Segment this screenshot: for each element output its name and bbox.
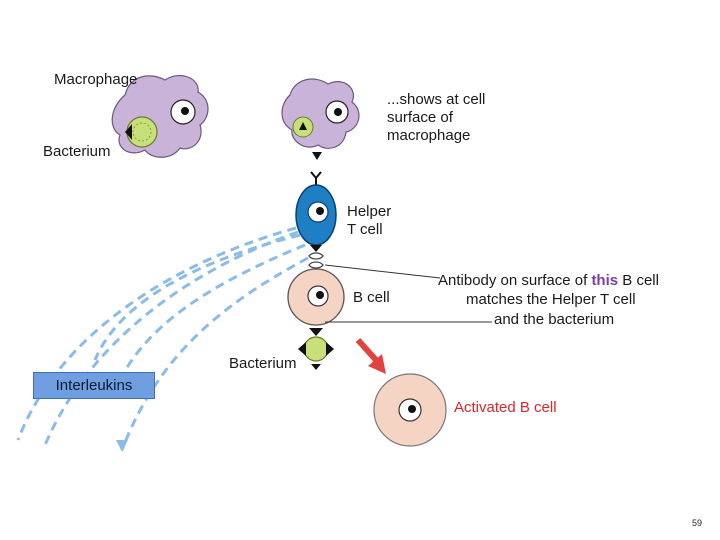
bacterium-top-label: Bacterium: [43, 143, 111, 160]
antibody-label-line2: matches the Helper T cell: [466, 291, 636, 308]
activated-b-cell-label: Activated B cell: [454, 399, 557, 416]
interleukin-line: [93, 233, 301, 361]
t-cell-receptor: [310, 171, 322, 186]
bacterium-top: [125, 116, 158, 148]
interleukins-label: Interleukins: [33, 372, 155, 399]
activation-arrow: [355, 337, 386, 374]
interleukin-line: [16, 226, 297, 441]
helper-t-cell: [295, 184, 337, 252]
antibody-pre: Antibody on surface of: [438, 272, 592, 289]
helper-t-label-line2: T cell: [347, 221, 383, 238]
antibody-label-line3: and the bacterium: [494, 311, 615, 328]
interleukin-line: [120, 256, 309, 451]
activated-b-cell: [373, 373, 447, 447]
b-cell: [287, 268, 345, 336]
interleukin-line: [118, 243, 306, 381]
b-cell-label: B cell: [353, 289, 390, 306]
helper-t-label-line1: Helper: [347, 203, 392, 220]
interleukin-line: [43, 230, 299, 446]
antibody-this: this: [591, 272, 619, 289]
antibody-pointer-lines: [324, 264, 492, 323]
bacterium-bottom: [298, 336, 334, 370]
antibody-post: B cell: [618, 272, 659, 289]
interleukin-dashed-lines: [16, 226, 309, 451]
macrophage-label: Macrophage: [54, 71, 138, 88]
antibody-label-line1: Antibody on surface of this B cell: [438, 272, 659, 290]
interleukin-arrowhead: [116, 440, 128, 452]
macrophage-presenting: [281, 78, 360, 160]
shows-at-label: ...shows at cell surface of macrophage: [387, 91, 486, 144]
bacterium-bottom-label: Bacterium: [229, 355, 297, 372]
page-number: 59: [692, 518, 703, 528]
receptor-link: [308, 252, 324, 269]
